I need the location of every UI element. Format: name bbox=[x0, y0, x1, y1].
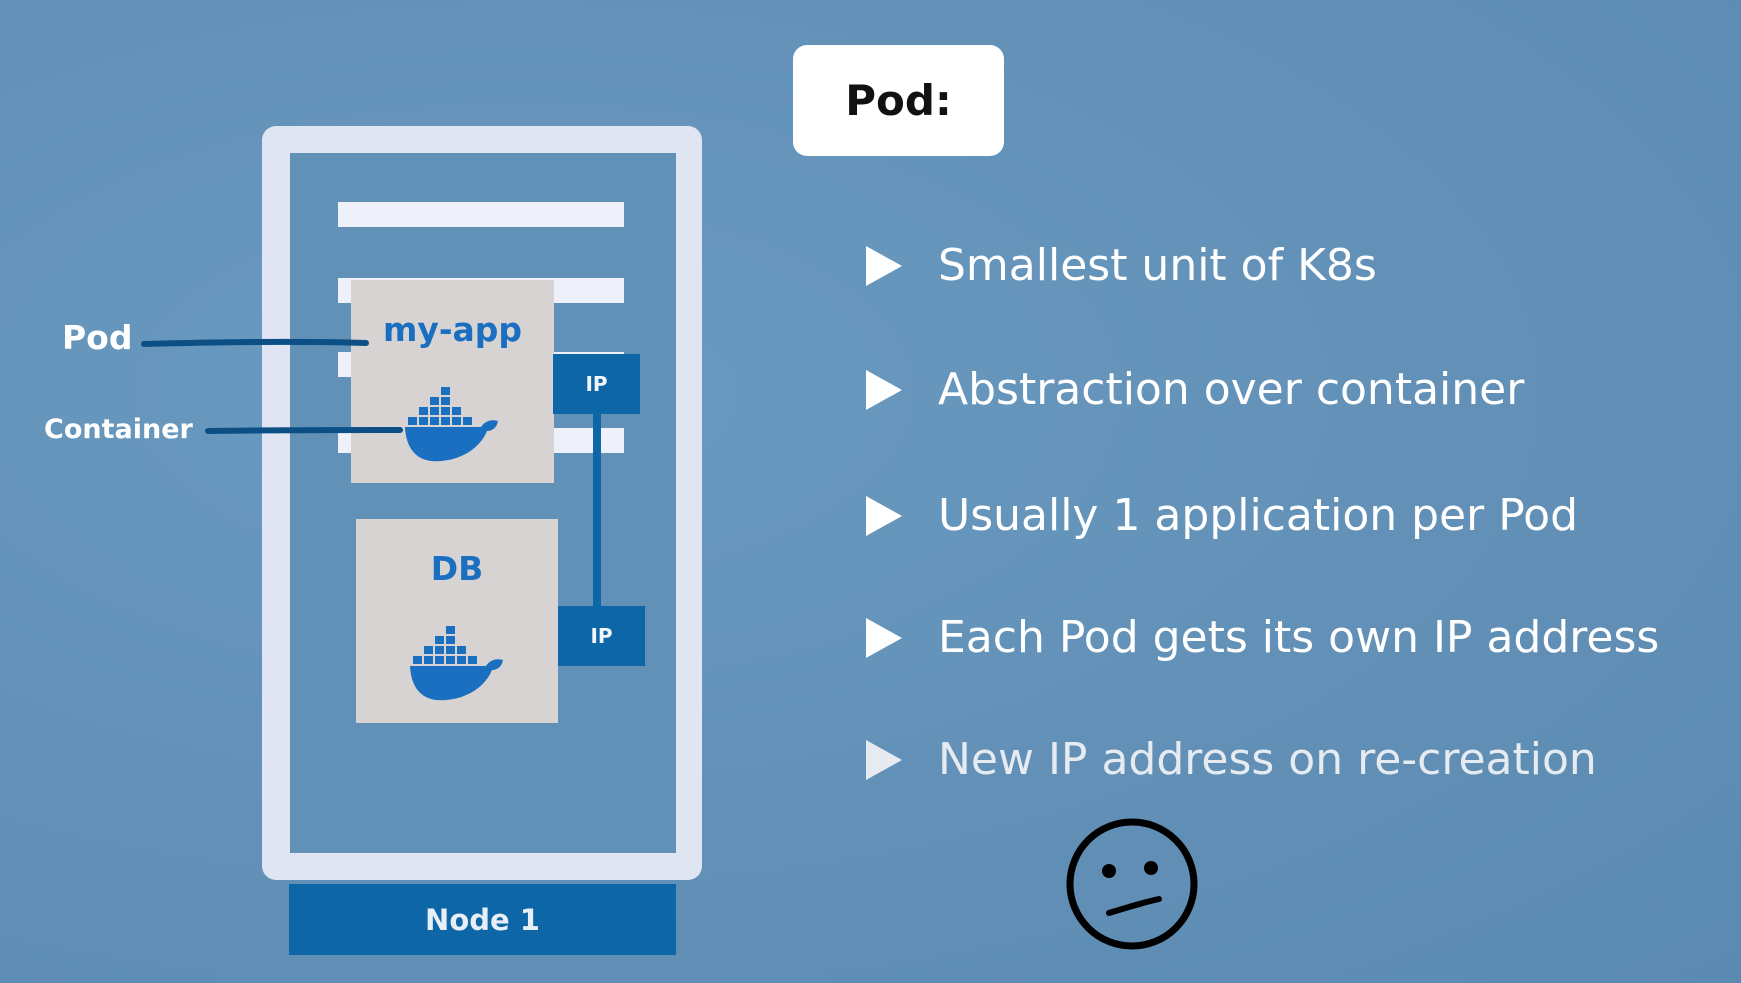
pod-name: my-app bbox=[382, 310, 523, 349]
pod-name: DB bbox=[430, 549, 484, 588]
pod-my-app: my-app bbox=[351, 280, 554, 483]
bullet-text: Each Pod gets its own IP address bbox=[938, 612, 1660, 663]
title-box: Pod: bbox=[793, 45, 1004, 156]
bullet-item: New IP address on re-creation bbox=[866, 734, 1597, 785]
ip-connector-line bbox=[593, 410, 601, 610]
callout-lines bbox=[141, 338, 403, 434]
bullet-text: Abstraction over container bbox=[938, 364, 1525, 415]
slide-title: Pod: bbox=[845, 76, 952, 125]
bullet-item: Smallest unit of K8s bbox=[866, 240, 1377, 291]
ip-badge-my-app: IP bbox=[553, 354, 640, 414]
pod-db: DB bbox=[356, 519, 558, 723]
node-label-box: Node 1 bbox=[289, 884, 676, 955]
play-triangle-icon bbox=[866, 245, 902, 286]
bullet-text: Usually 1 application per Pod bbox=[938, 490, 1579, 541]
node-line-1 bbox=[338, 202, 624, 227]
node-inner bbox=[290, 153, 676, 853]
bullet-text: Smallest unit of K8s bbox=[938, 240, 1377, 291]
node-label: Node 1 bbox=[425, 902, 540, 937]
bullet-item: Usually 1 application per Pod bbox=[866, 490, 1578, 541]
play-triangle-icon bbox=[866, 617, 902, 658]
bullet-item: Each Pod gets its own IP address bbox=[866, 612, 1659, 663]
pod-callout-label: Pod bbox=[62, 318, 133, 357]
docker-whale-icon bbox=[405, 387, 498, 462]
play-triangle-icon bbox=[866, 495, 902, 536]
confused-face-icon bbox=[1066, 818, 1198, 950]
bullet-text: New IP address on re-creation bbox=[938, 734, 1597, 785]
play-triangle-icon bbox=[866, 739, 902, 780]
docker-whale-icon bbox=[410, 626, 503, 701]
bullet-item: Abstraction over container bbox=[866, 364, 1524, 415]
play-triangle-icon bbox=[866, 369, 902, 410]
container-callout-label: Container bbox=[44, 414, 193, 445]
ip-badge-db: IP bbox=[558, 606, 645, 666]
